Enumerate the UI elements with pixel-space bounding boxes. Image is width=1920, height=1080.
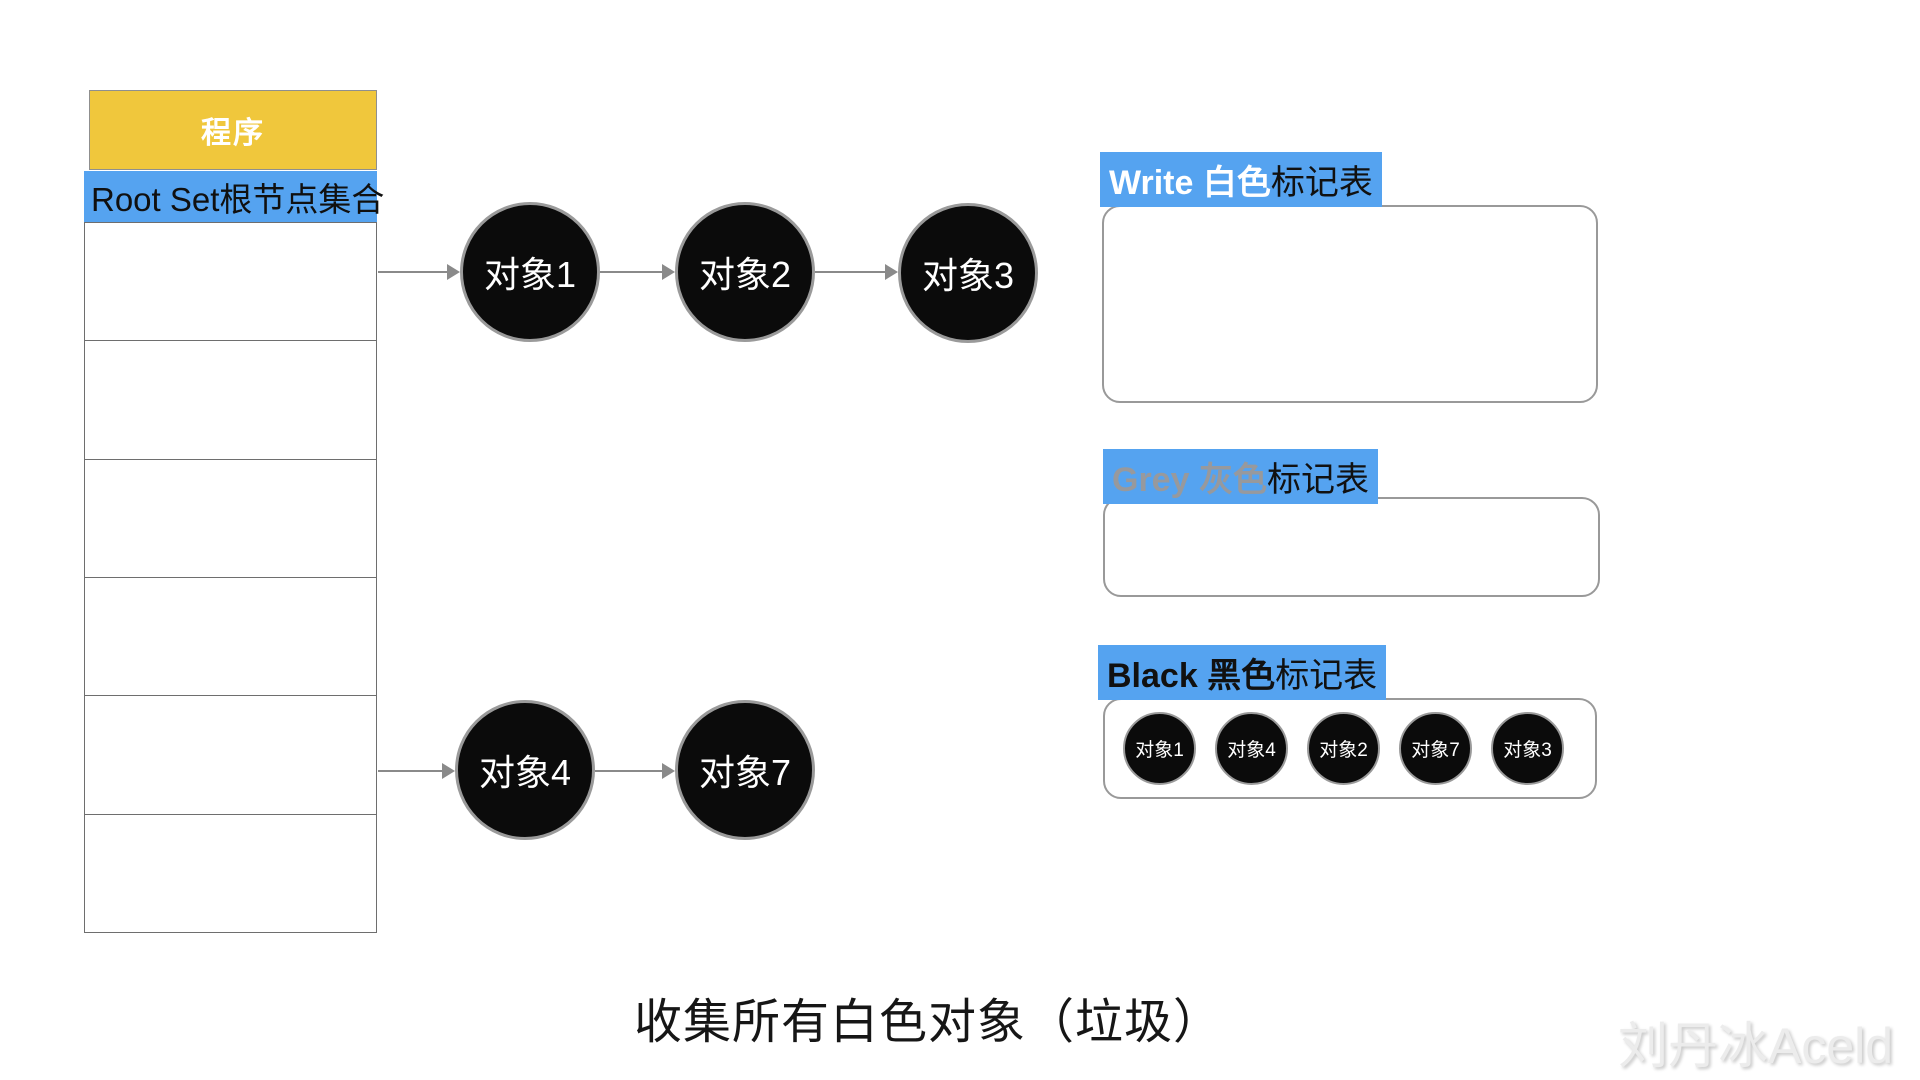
black-item-circle: 对象2 xyxy=(1307,712,1380,785)
arrow-line xyxy=(378,271,447,273)
white-table-box xyxy=(1102,205,1598,403)
arrow-head-icon xyxy=(447,264,460,280)
memory-cell xyxy=(85,815,376,932)
arrow-line xyxy=(600,271,662,273)
arrow-line xyxy=(595,770,662,772)
caption-text: 收集所有白色对象（垃圾） xyxy=(634,996,1223,1049)
black-table-items: 对象1 对象4 对象2 对象7 对象3 xyxy=(1105,700,1595,797)
arrow-line xyxy=(815,271,885,273)
object-node-label: 对象4 xyxy=(478,752,572,793)
white-table-label-en: Write 白色 xyxy=(1109,164,1271,202)
black-item-label: 对象4 xyxy=(1227,740,1276,761)
root-set-label-text: Root Set根节点集合 xyxy=(91,180,385,218)
arrow-obj4-to-obj7 xyxy=(595,763,675,779)
black-item-label: 对象3 xyxy=(1503,740,1552,761)
object-node-7: 对象7 xyxy=(675,700,815,840)
black-table-label-en: Black 黑色 xyxy=(1107,657,1276,695)
object-node-label: 对象3 xyxy=(921,255,1015,296)
memory-cell xyxy=(85,223,376,342)
arrow-rootset-to-obj1 xyxy=(378,264,460,280)
black-item-label: 对象1 xyxy=(1135,740,1184,761)
memory-cell xyxy=(85,460,376,578)
memory-cell xyxy=(85,696,376,815)
object-node-4: 对象4 xyxy=(455,700,595,840)
arrow-line xyxy=(378,770,442,772)
arrow-head-icon xyxy=(442,763,455,779)
white-table-label-suffix: 标记表 xyxy=(1270,164,1373,202)
black-item-circle: 对象7 xyxy=(1399,712,1472,785)
black-item-label: 对象2 xyxy=(1319,740,1368,761)
watermark-text: 刘丹冰Aceld xyxy=(1618,1018,1894,1074)
black-item-circle: 对象4 xyxy=(1215,712,1288,785)
object-node-2: 对象2 xyxy=(675,202,815,342)
arrow-obj1-to-obj2 xyxy=(600,264,675,280)
black-table-label: Black 黑色标记表 xyxy=(1098,645,1387,700)
black-item-circle: 对象3 xyxy=(1491,712,1564,785)
object-node-3: 对象3 xyxy=(898,203,1038,343)
object-node-1: 对象1 xyxy=(460,202,600,342)
memory-cell xyxy=(85,578,376,697)
root-set-label: Root Set根节点集合 xyxy=(84,171,384,222)
arrow-obj2-to-obj3 xyxy=(815,264,898,280)
object-node-label: 对象7 xyxy=(698,752,792,793)
black-table-label-suffix: 标记表 xyxy=(1275,657,1378,695)
arrow-head-icon xyxy=(662,763,675,779)
grey-table-label: Grey 灰色标记表 xyxy=(1103,449,1378,504)
white-table-label: Write 白色标记表 xyxy=(1100,152,1382,207)
grey-table-label-suffix: 标记表 xyxy=(1266,461,1369,499)
arrow-rootset-to-obj4 xyxy=(378,763,455,779)
arrow-head-icon xyxy=(885,264,898,280)
memory-cell xyxy=(85,341,376,460)
program-header: 程序 xyxy=(89,90,377,170)
black-item-label: 对象7 xyxy=(1411,740,1460,761)
grey-table-label-en: Grey 灰色 xyxy=(1112,461,1267,499)
object-node-label: 对象1 xyxy=(483,254,577,295)
black-item-circle: 对象1 xyxy=(1123,712,1196,785)
root-set-table xyxy=(84,222,377,933)
object-node-label: 对象2 xyxy=(698,254,792,295)
program-header-label: 程序 xyxy=(201,117,265,150)
grey-table-box xyxy=(1103,497,1600,597)
black-table-box: 对象1 对象4 对象2 对象7 对象3 xyxy=(1103,698,1597,799)
arrow-head-icon xyxy=(662,264,675,280)
